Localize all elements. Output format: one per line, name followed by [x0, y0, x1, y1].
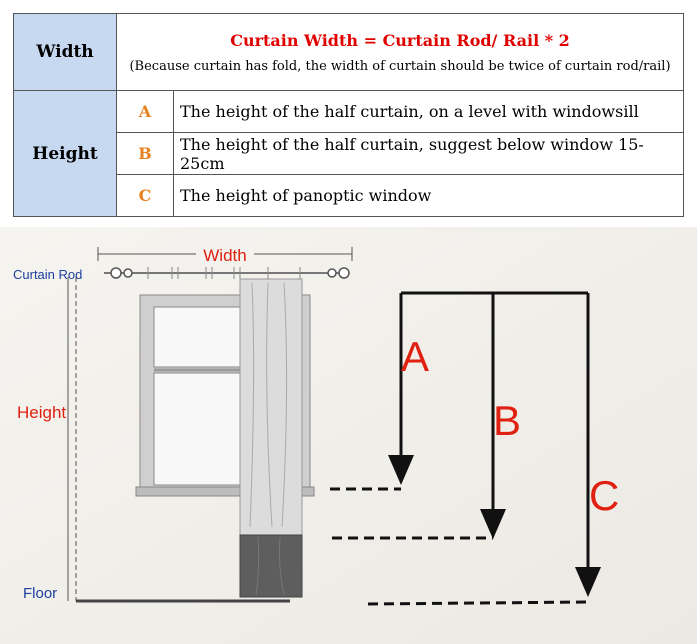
width-note: (Because curtain has fold, the width of … — [129, 58, 671, 74]
width-formula: Curtain Width = Curtain Rod/ Rail * 2 — [230, 30, 570, 50]
height-dimension — [67, 277, 77, 601]
measurement-arrows — [399, 291, 590, 577]
height-label: Height — [17, 403, 66, 422]
row-b-text: The height of the half curtain, suggest … — [173, 132, 684, 175]
curtain-rod — [104, 267, 350, 279]
curtain-measurement-diagram: Width Curtain Rod Height — [0, 227, 697, 644]
height-header: Height — [13, 90, 117, 217]
curtain — [239, 278, 303, 598]
row-a-letter: A — [116, 90, 174, 133]
arrow-c-head — [575, 567, 601, 597]
arrow-b-head — [480, 509, 506, 539]
floor-label: Floor — [23, 585, 57, 602]
width-dimension — [97, 247, 353, 261]
row-a-text: The height of the half curtain, on a lev… — [173, 90, 684, 133]
arrow-b-label: B — [493, 397, 521, 444]
curtain-size-table: Width Curtain Width = Curtain Rod/ Rail … — [13, 13, 684, 217]
level-line-c — [367, 600, 589, 606]
arrow-a-head — [388, 455, 414, 485]
width-header: Width — [13, 13, 117, 91]
arrow-a-label: A — [401, 333, 429, 380]
row-b-letter: B — [116, 132, 174, 175]
arrow-c-label: C — [589, 472, 619, 519]
width-formula-cell: Curtain Width = Curtain Rod/ Rail * 2 (B… — [116, 13, 684, 91]
curtain-rod-label: Curtain Rod — [13, 267, 82, 282]
row-c-letter: C — [116, 174, 174, 217]
width-label: Width — [203, 246, 246, 265]
row-c-text: The height of panoptic window — [173, 174, 684, 217]
